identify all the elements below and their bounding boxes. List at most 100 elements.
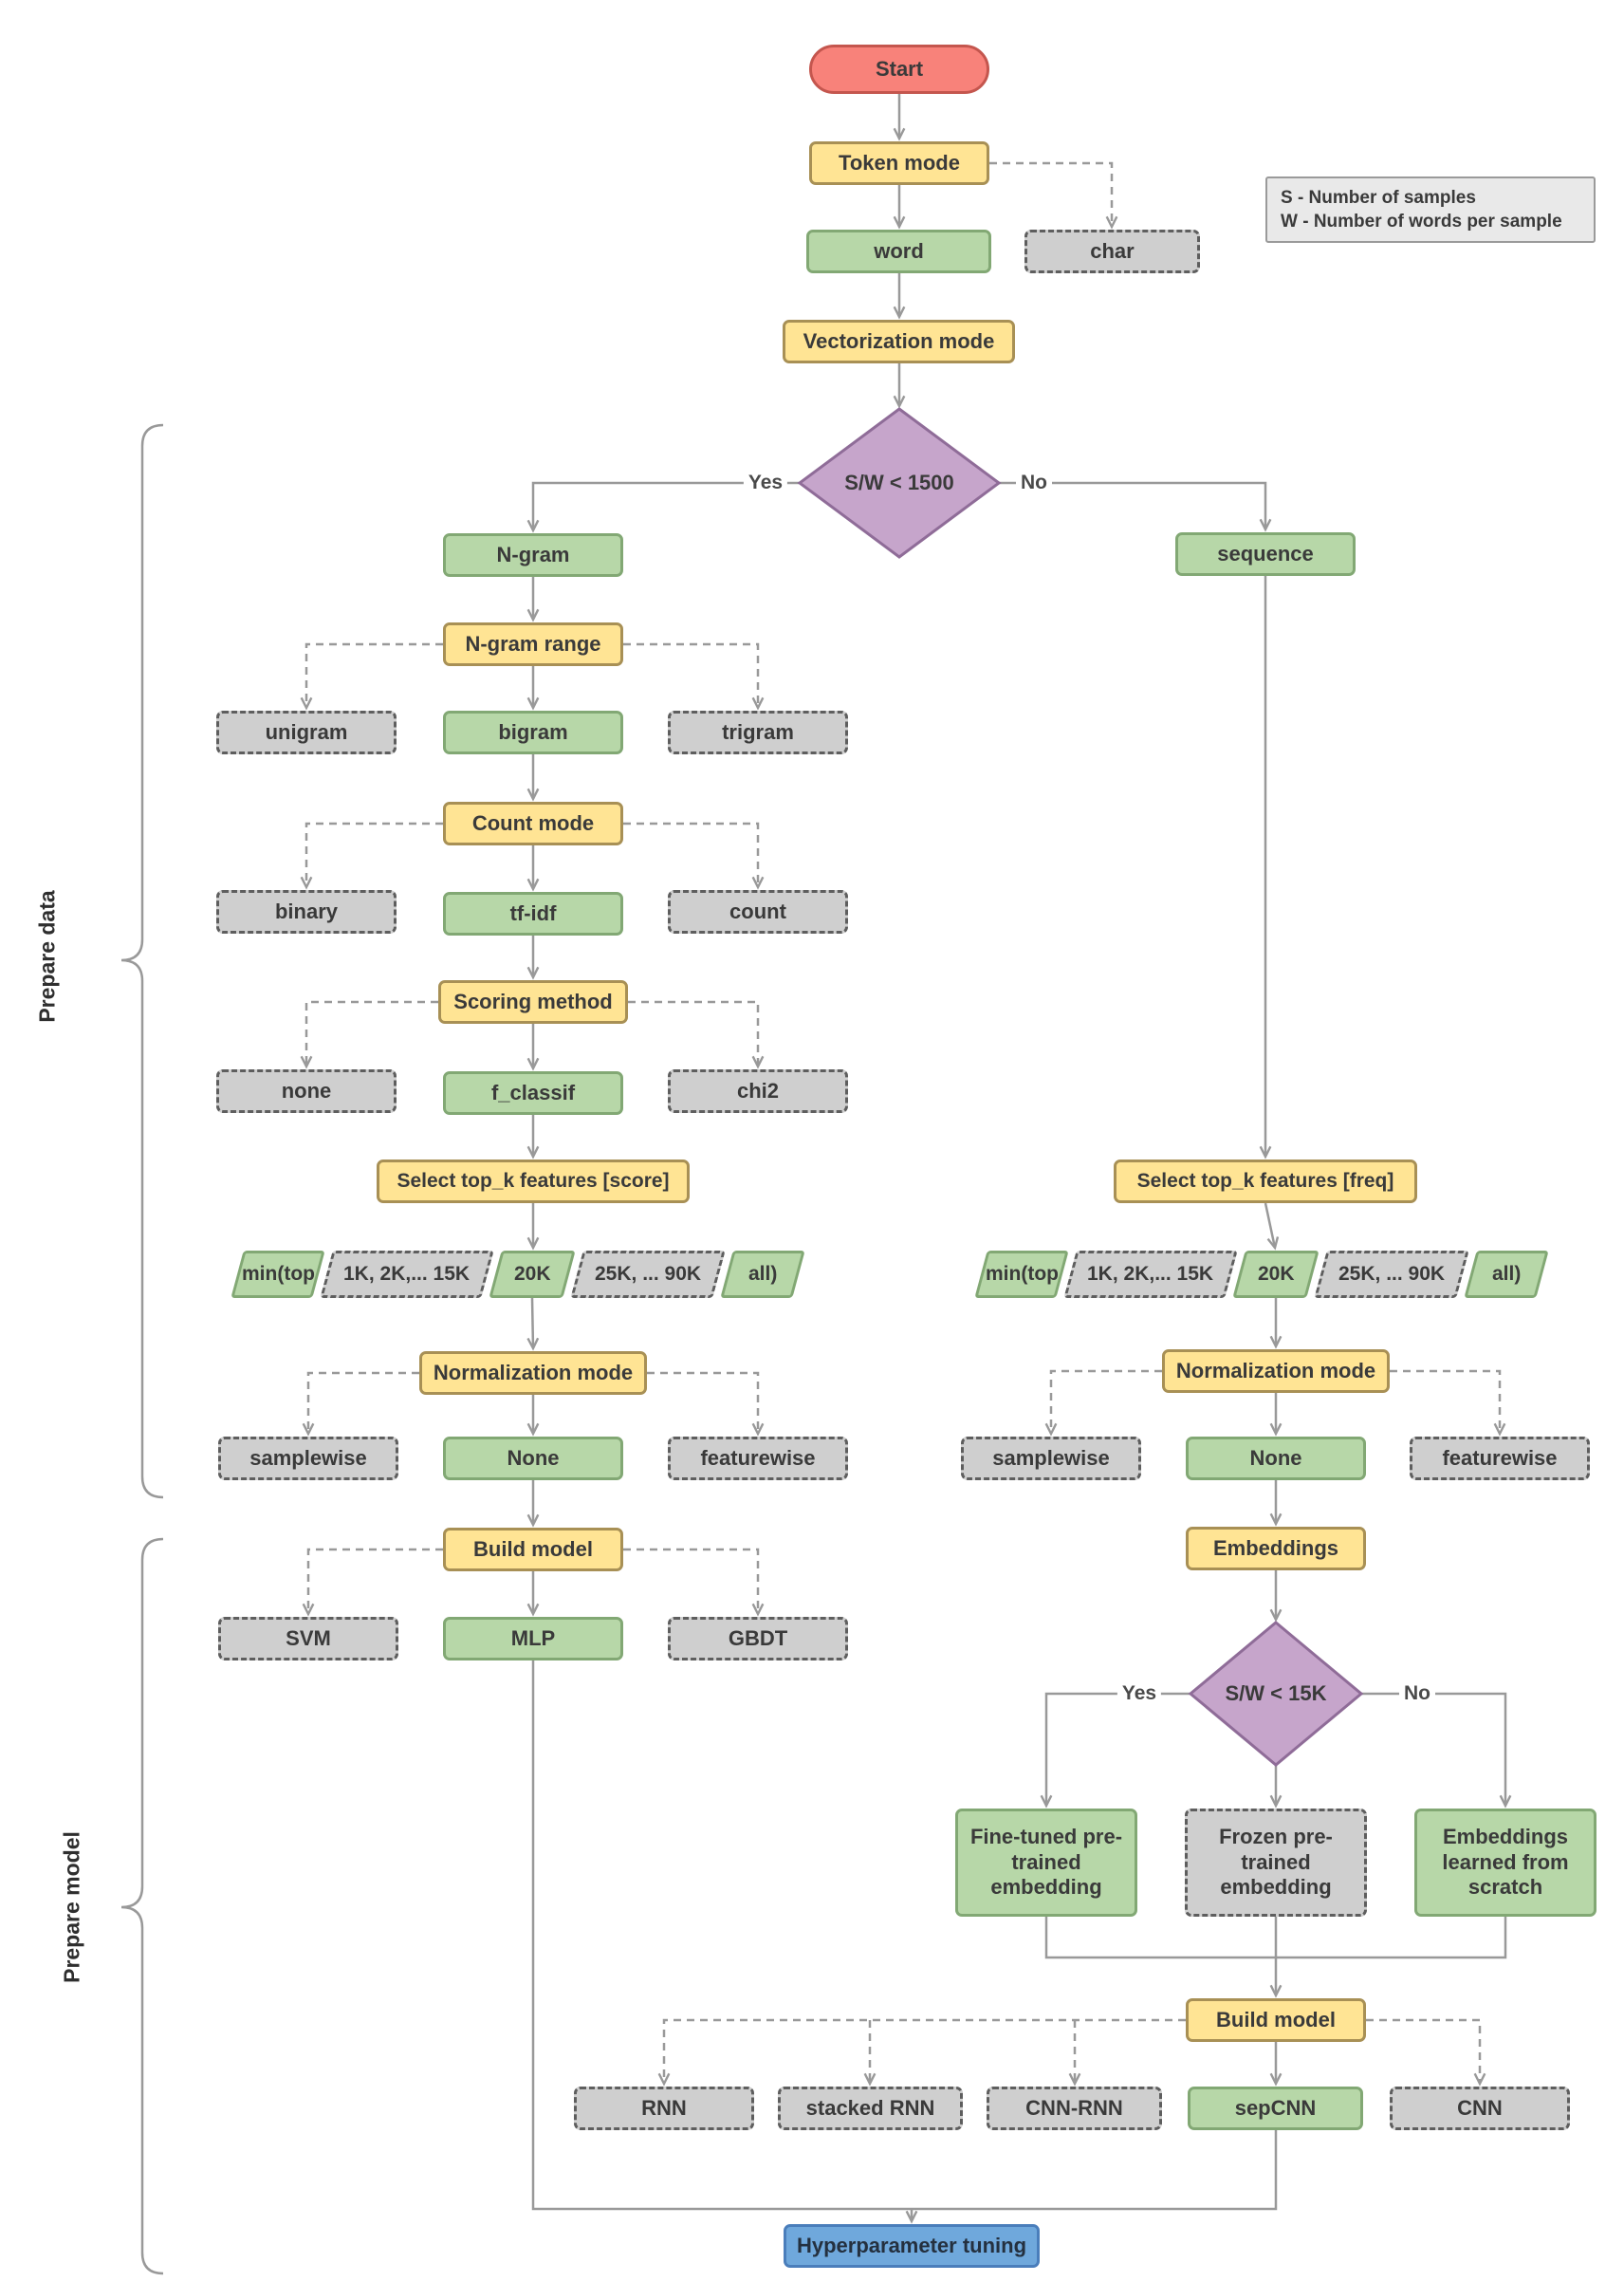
node-sequence: sequence <box>1175 532 1356 576</box>
edge-build-model-rnn <box>664 2018 1186 2084</box>
node-count: count <box>668 890 848 934</box>
node-chi2: chi2 <box>668 1069 848 1113</box>
node-char: char <box>1024 230 1200 273</box>
node-tfidf: tf-idf <box>443 892 623 936</box>
node-select-topk-freq: Select top_k features [freq] <box>1114 1160 1417 1203</box>
node-featurewise-left: featurewise <box>668 1437 848 1480</box>
node-f-classif: f_classif <box>443 1071 623 1115</box>
node-fine-tuned-embedding: Fine-tuned pre-trained embedding <box>955 1809 1137 1917</box>
node-featurewise-right: featurewise <box>1410 1437 1590 1480</box>
node-scratch-embedding: Embeddings learned from scratch <box>1414 1809 1596 1917</box>
node-k-small-left: 1K, 2K,... 15K <box>320 1251 494 1298</box>
node-none: none <box>216 1069 397 1113</box>
node-build-model-left: Build model <box>443 1528 623 1571</box>
k-small-left-label: 1K, 2K,... 15K <box>343 1263 471 1285</box>
decision-sw-1500-label: S/W < 1500 <box>844 471 954 494</box>
edge-decision2-yes-finetuned <box>1046 1692 1190 1806</box>
edge-label-no-2: No <box>1399 1682 1435 1705</box>
edge-scoring-chi2 <box>628 1000 758 1067</box>
edge-sepcnn-merge <box>912 2130 1278 2211</box>
node-svm: SVM <box>218 1617 398 1660</box>
edge-label-no-1: No <box>1016 472 1052 494</box>
node-word: word <box>806 230 991 273</box>
edge-normalization-featurewise-left <box>647 1371 758 1434</box>
edge-scratch-merge <box>1276 1917 1507 1959</box>
node-select-topk-score: Select top_k features [score] <box>377 1160 690 1203</box>
edge-ngram-range-unigram <box>306 642 443 708</box>
node-samplewise-left: samplewise <box>218 1437 398 1480</box>
node-ngram: N-gram <box>443 533 623 577</box>
edge-build-model-gbdt <box>623 1548 758 1614</box>
node-ngram-range: N-gram range <box>443 622 623 666</box>
edge-count-mode-count <box>623 822 758 887</box>
node-cnn-rnn: CNN-RNN <box>987 2087 1162 2130</box>
edge-ngram-range-trigram <box>623 642 758 708</box>
node-binary: binary <box>216 890 397 934</box>
edge-normalization-samplewise-left <box>308 1371 419 1434</box>
prepare-data-brace <box>120 423 164 1499</box>
legend-line-samples: S - Number of samples <box>1281 187 1476 208</box>
edge-select-freq-20k <box>1264 1202 1275 1248</box>
edge-20k-normalization-left <box>532 1297 533 1348</box>
node-k-large-right: 25K, ... 90K <box>1314 1251 1469 1298</box>
node-token-mode: Token mode <box>809 141 989 185</box>
node-embeddings: Embeddings <box>1186 1527 1366 1570</box>
section-label-prepare-model: Prepare model <box>59 1831 84 1983</box>
node-scoring-method: Scoring method <box>438 980 628 1024</box>
min-top-right-label: min(top <box>985 1263 1059 1285</box>
node-k-all-left: all) <box>720 1251 805 1298</box>
edge-scoring-none <box>306 1000 438 1067</box>
decision-sw-1500-shape <box>797 407 1002 559</box>
prepare-model-brace <box>120 1537 164 2275</box>
section-label-prepare-data: Prepare data <box>34 890 60 1023</box>
edge-count-mode-binary <box>306 822 443 887</box>
edge-decision-yes-ngram <box>533 481 800 530</box>
node-frozen-embedding: Frozen pre-trained embedding <box>1185 1809 1367 1917</box>
edge-label-yes-1: Yes <box>743 472 788 494</box>
k-small-right-label: 1K, 2K,... 15K <box>1087 1263 1214 1285</box>
node-build-model-right: Build model <box>1186 1998 1366 2042</box>
node-k-large-left: 25K, ... 90K <box>570 1251 726 1298</box>
node-min-top-left: min(top <box>231 1251 325 1298</box>
edge-normalization-samplewise-right <box>1051 1369 1162 1434</box>
k-large-right-label: 25K, ... 90K <box>1338 1263 1446 1285</box>
node-vectorization-mode: Vectorization mode <box>783 320 1015 363</box>
node-start: Start <box>809 45 989 94</box>
edge-decision2-no-scratch <box>1361 1692 1505 1806</box>
edge-mlp-merge <box>531 1660 912 2211</box>
node-unigram: unigram <box>216 711 397 754</box>
node-k-20-left: 20K <box>489 1251 576 1298</box>
node-k-small-right: 1K, 2K,... 15K <box>1063 1251 1238 1298</box>
node-bigram: bigram <box>443 711 623 754</box>
edge-normalization-featurewise-right <box>1390 1369 1500 1434</box>
node-count-mode: Count mode <box>443 802 623 845</box>
edge-build-model-svm <box>308 1548 443 1614</box>
min-top-left-label: min(top <box>241 1263 315 1285</box>
k-large-left-label: 25K, ... 90K <box>594 1263 702 1285</box>
node-norm-none-left: None <box>443 1437 623 1480</box>
node-mlp: MLP <box>443 1617 623 1660</box>
node-norm-none-right: None <box>1186 1437 1366 1480</box>
decision-sw-15k-shape <box>1188 1621 1364 1767</box>
node-samplewise-right: samplewise <box>961 1437 1141 1480</box>
node-cnn: CNN <box>1390 2087 1570 2130</box>
edge-finetuned-merge <box>1044 1917 1276 1959</box>
k-20-left-label: 20K <box>513 1263 551 1285</box>
edge-build-model-cnn <box>1366 2018 1480 2084</box>
node-stacked-rnn: stacked RNN <box>778 2087 963 2130</box>
node-rnn: RNN <box>574 2087 754 2130</box>
node-hyperparameter-tuning: Hyperparameter tuning <box>784 2224 1040 2268</box>
node-k-all-right: all) <box>1464 1251 1549 1298</box>
edge-token-mode-char <box>989 161 1112 227</box>
legend: S - Number of samples W - Number of word… <box>1265 176 1596 243</box>
k-all-right-label: all) <box>1491 1263 1522 1285</box>
node-trigram: trigram <box>668 711 848 754</box>
node-gbdt: GBDT <box>668 1617 848 1660</box>
node-normalization-mode-left: Normalization mode <box>419 1351 647 1395</box>
edge-label-yes-2: Yes <box>1116 1682 1162 1705</box>
node-k-20-right: 20K <box>1232 1251 1320 1298</box>
decision-sw-15k-label: S/W < 15K <box>1225 1681 1327 1705</box>
node-normalization-mode-right: Normalization mode <box>1162 1349 1390 1393</box>
node-sepcnn: sepCNN <box>1188 2087 1363 2130</box>
